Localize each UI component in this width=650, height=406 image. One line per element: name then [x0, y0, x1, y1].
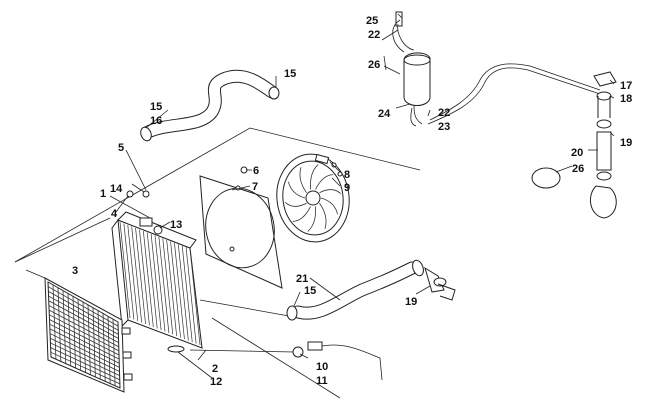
filler-cap	[593, 71, 617, 87]
lower-hose	[286, 259, 456, 321]
callout-26-bottle: 26	[368, 59, 380, 71]
fan-shroud	[199, 175, 283, 289]
callout-1: 1	[100, 188, 106, 200]
radiator-cap	[139, 217, 153, 227]
callout-16: 16	[150, 115, 162, 127]
callout-11: 11	[316, 375, 328, 387]
callout-10: 10	[316, 361, 328, 373]
filler-neck	[589, 71, 617, 219]
callout-22-upper: 22	[368, 29, 380, 41]
callout-14: 14	[110, 183, 123, 195]
callout-18: 18	[620, 93, 632, 105]
hose-clamp-ring	[531, 167, 561, 189]
hose-clamp	[140, 126, 152, 142]
callout-25: 25	[366, 15, 378, 27]
hose-clamp	[412, 259, 424, 277]
callout-19-filler: 19	[620, 137, 632, 149]
callout-21: 21	[296, 273, 308, 285]
leader-lines	[25, 13, 615, 379]
callout-13: 13	[170, 219, 182, 231]
callout-4: 4	[111, 208, 118, 220]
nut	[337, 171, 343, 177]
radiator-fins	[119, 221, 201, 346]
callout-15-upper-left: 15	[150, 101, 162, 113]
callout-17: 17	[620, 80, 632, 92]
callout-2: 2	[212, 363, 218, 375]
callout-24: 24	[378, 108, 391, 120]
callout-7: 7	[252, 181, 258, 193]
callout-labels: 1 2 3 4 5 6 7 8 9 10 11 12 13 14 15 15 1…	[72, 15, 632, 388]
washer	[142, 190, 150, 198]
callout-6: 6	[253, 165, 259, 177]
grille-mesh	[47, 284, 121, 386]
callout-12: 12	[210, 376, 222, 388]
callout-5: 5	[118, 142, 124, 154]
callout-9: 9	[344, 182, 350, 194]
callout-20: 20	[571, 147, 583, 159]
drain-plug	[167, 345, 185, 353]
callout-8: 8	[344, 169, 350, 181]
callout-15-upper-right: 15	[284, 68, 296, 80]
radiator-grille	[44, 277, 133, 393]
callout-22-lower: 22	[438, 107, 450, 119]
callout-26-ring: 26	[572, 163, 584, 175]
fan-blades	[284, 164, 342, 232]
hose-clamp	[268, 86, 280, 100]
hose-clamp	[286, 305, 298, 321]
screw	[126, 190, 134, 198]
temperature-sensor	[292, 341, 383, 381]
callout-19-outlet: 19	[405, 296, 417, 308]
callout-3: 3	[72, 265, 78, 277]
filler-hose	[596, 131, 612, 171]
cooling-fan	[276, 153, 350, 243]
callout-15-lower: 15	[304, 285, 316, 297]
callout-23: 23	[438, 121, 450, 133]
assembly-outline	[14, 127, 421, 399]
overflow-line	[427, 63, 601, 125]
overflow-bottle	[383, 11, 431, 127]
upper-hose	[140, 69, 280, 142]
